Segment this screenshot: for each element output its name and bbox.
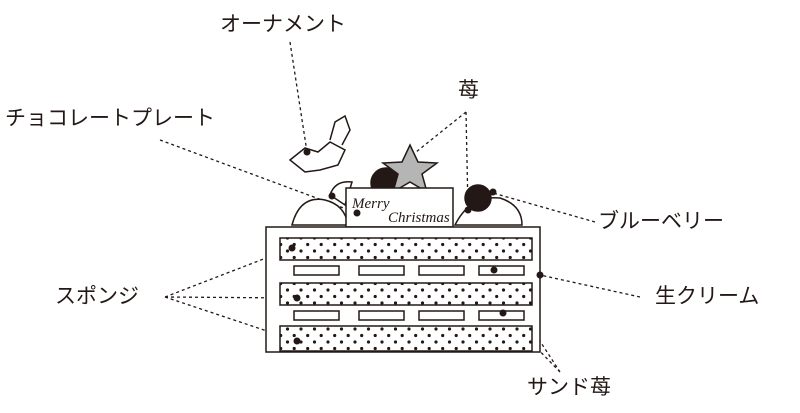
sponge-layer (279, 325, 533, 352)
holly-ornament (288, 141, 346, 173)
label-cream: 生クリーム (655, 284, 760, 308)
star-ornament (380, 143, 440, 194)
sandwich-strawberries (293, 265, 525, 321)
label-sandwich-strawberry: サンド苺 (527, 375, 611, 399)
strawberry-right (464, 184, 492, 212)
label-ornament: オーナメント (220, 12, 346, 36)
chocolate-plate (345, 187, 454, 228)
cream-swirl-left (291, 198, 349, 226)
leader-dots (288, 148, 544, 345)
label-blueberry: ブルーベリー (598, 209, 724, 233)
sponge-layer (279, 237, 533, 261)
plate-text-merry: Merry (351, 196, 390, 212)
sponge-layer (279, 282, 533, 306)
plate-text-christmas: Christmas (388, 210, 450, 226)
label-chocolate-plate: チョコレートプレート (5, 106, 215, 130)
label-strawberry: 苺 (458, 78, 479, 102)
label-sponge: スポンジ (55, 284, 139, 308)
